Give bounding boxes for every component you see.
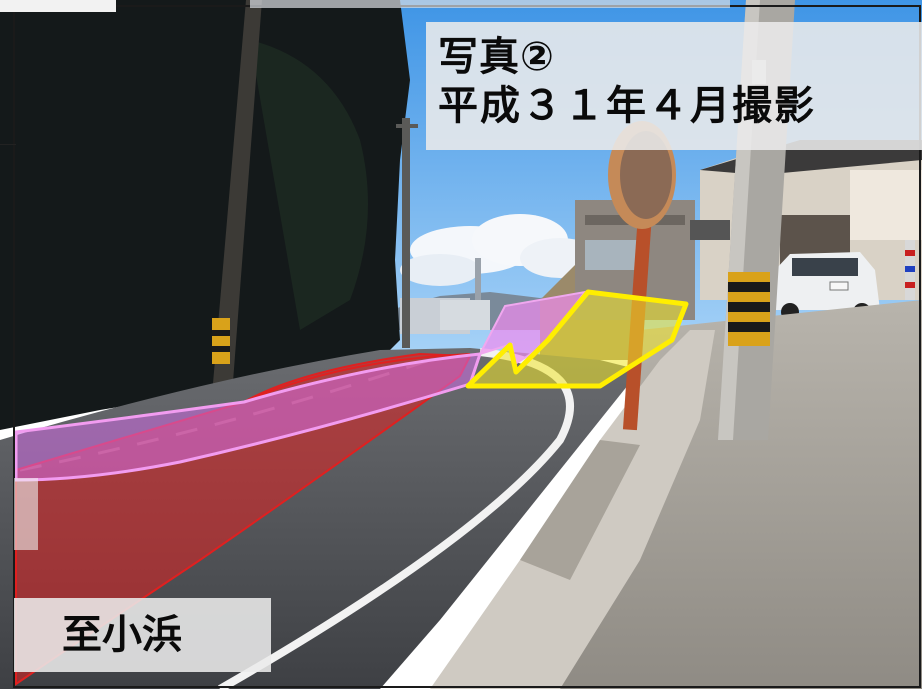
- destination-label: 至小浜: [14, 598, 271, 672]
- top-strip: [0, 0, 116, 12]
- pink-overlay-lane: [14, 352, 483, 482]
- cut-off-caption: [250, 0, 730, 8]
- clouds: [400, 214, 600, 286]
- yellow-overlay-area: [465, 289, 689, 389]
- pole-marker-left: [212, 318, 230, 364]
- photo-date: 平成３１年４月撮影: [438, 83, 816, 129]
- utility-pole-distant: [402, 118, 410, 348]
- left-tick: [0, 144, 16, 145]
- factory: [400, 258, 490, 334]
- parked-car: [770, 252, 880, 321]
- photo-caption-box: 写真② 平成３１年４月撮影: [426, 22, 922, 150]
- photo-number: 写真②: [438, 34, 555, 80]
- faint-label-box: [14, 478, 38, 550]
- utility-pole-left: [212, 0, 262, 395]
- sidewalk: [540, 300, 922, 689]
